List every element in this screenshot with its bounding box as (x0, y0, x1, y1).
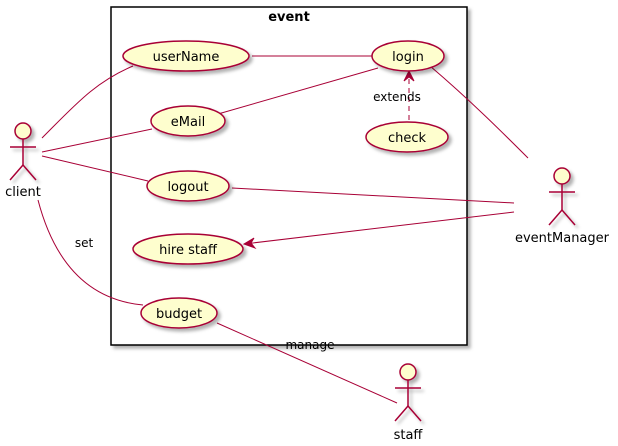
edge-client-logout (41, 155, 149, 182)
manage-label: manage (285, 338, 334, 352)
use-case-ellipse (140, 297, 218, 329)
use-case-label: budget (156, 307, 202, 322)
edge-login-eventmanager (429, 65, 529, 159)
use-case-hire-staff[interactable]: hire staff (132, 233, 244, 265)
edge-client-email (41, 128, 153, 153)
edge-eventmanager-hirestaff (243, 211, 515, 245)
actor-label: eventManager (515, 231, 610, 246)
use-case-email[interactable]: eMail (150, 105, 226, 137)
stick-figure-icon (548, 167, 576, 226)
use-case-label: login (392, 50, 424, 65)
actor-event-manager[interactable]: eventManager (515, 167, 610, 246)
edge-client-username (41, 65, 134, 139)
package-title: event (268, 10, 310, 25)
actor-client[interactable]: client (5, 122, 41, 200)
edge-budget-staff (216, 322, 398, 404)
use-case-label: check (388, 131, 427, 146)
hire-staff-arrowhead (242, 237, 257, 250)
use-case-ellipse (122, 40, 250, 72)
use-case-ellipse (150, 105, 226, 137)
use-case-ellipse (365, 121, 449, 153)
actor-label: client (5, 185, 41, 200)
use-case-username[interactable]: userName (122, 40, 250, 72)
actor-staff[interactable]: staff (394, 363, 424, 443)
set-label: set (75, 236, 94, 250)
use-case-label: hire staff (159, 243, 218, 258)
use-case-budget[interactable]: budget (140, 297, 218, 329)
use-case-check[interactable]: check (365, 121, 449, 153)
use-case-label: eMail (171, 115, 205, 130)
use-case-label: logout (167, 180, 208, 195)
use-case-ellipse (146, 170, 230, 202)
use-case-login[interactable]: login (371, 40, 445, 72)
actor-label: staff (394, 428, 424, 443)
extends-arrowhead (403, 69, 415, 82)
edge-client-budget (37, 199, 144, 306)
edge-email-login (217, 67, 379, 115)
edge-logout-eventmanager (231, 187, 515, 204)
stick-figure-icon (394, 363, 422, 422)
use-case-ellipse (371, 40, 445, 72)
use-case-logout[interactable]: logout (146, 170, 230, 202)
edges (37, 55, 529, 404)
use-case-ellipse (132, 233, 244, 265)
stick-figure-icon (9, 122, 37, 181)
extends-label: extends (373, 90, 421, 104)
use-case-label: userName (153, 50, 220, 65)
